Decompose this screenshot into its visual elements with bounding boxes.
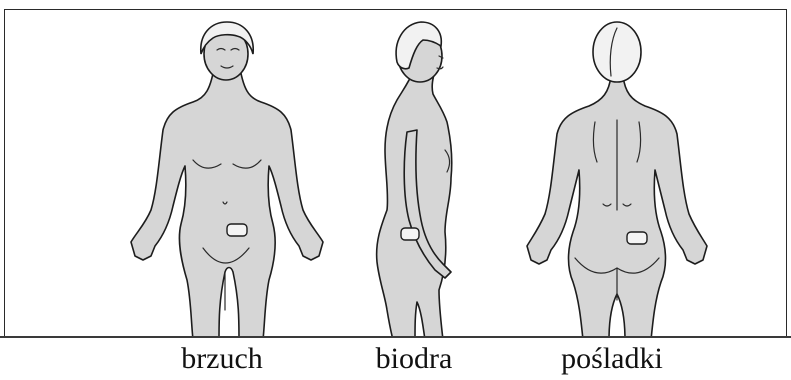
caption-buttocks: pośladki	[561, 339, 663, 379]
caption-hips: biodra	[376, 339, 453, 379]
body-illustration	[5, 10, 787, 337]
front-figure	[131, 22, 323, 337]
caption-row: brzuch biodra pośladki	[0, 339, 791, 379]
side-injection-site-hip	[401, 228, 419, 240]
back-hair	[593, 22, 641, 82]
side-figure	[377, 22, 452, 337]
bottom-rule	[0, 336, 791, 338]
front-body-silhouette	[131, 62, 323, 337]
back-figure	[527, 22, 707, 337]
illustration-frame	[4, 9, 787, 337]
caption-abdomen: brzuch	[181, 339, 263, 379]
front-injection-site-abdomen	[227, 224, 247, 236]
back-injection-site-buttock	[627, 232, 647, 244]
